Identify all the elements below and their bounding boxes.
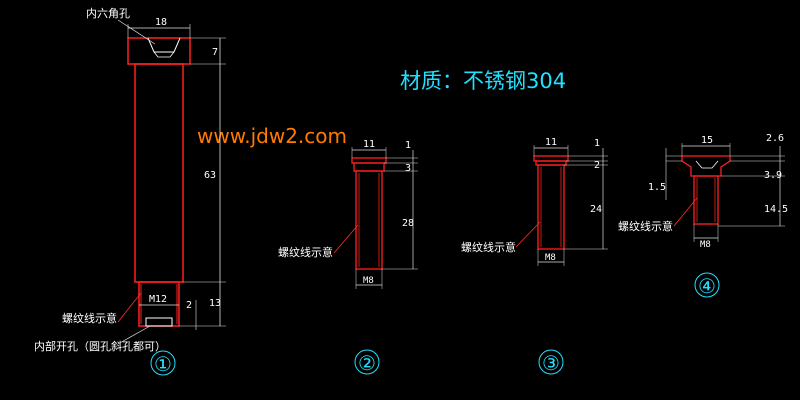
part-2: 11 1 3 28 M8 螺纹线示意 ②	[278, 139, 418, 375]
part-3: 11 1 2 24 M8 螺纹线示意 ③	[461, 137, 608, 375]
part-2-dim-head-height: 3	[405, 163, 411, 174]
part-4-dim-head-width: 15	[701, 135, 713, 146]
part-2-dim-head-width: 11	[363, 139, 375, 150]
part-3-dim-head-height: 2	[594, 160, 600, 171]
part-1-dim-head-width: 18	[155, 17, 167, 28]
part-2-body	[355, 170, 383, 270]
part-2-dim-body-length: 28	[402, 218, 414, 229]
part-2-number: ②	[358, 351, 376, 375]
part-4-label-thread: 螺纹线示意	[618, 219, 673, 233]
part-3-label-thread: 螺纹线示意	[461, 240, 516, 254]
part-3-body	[537, 164, 565, 250]
part-1-label-inner-hole: 内部开孔（圆孔斜孔都可）	[34, 339, 166, 353]
material-note: 材质：不锈钢304	[400, 69, 566, 93]
part-1: 18 7 63 13 M12 2 内六角孔 螺纹线示意 内部开孔（圆孔斜孔都可）…	[34, 6, 226, 376]
part-1-inner-hole	[145, 317, 173, 327]
part-3-number: ③	[542, 351, 560, 375]
part-1-hex-socket	[147, 37, 181, 53]
part-4-number: ④	[698, 274, 716, 298]
part-3-dim-head-top: 1	[594, 138, 600, 149]
part-1-dim-body-length: 63	[204, 170, 216, 181]
part-1-dim-small-gap: 2	[186, 300, 192, 311]
part-1-number: ①	[154, 352, 172, 376]
part-1-dim-thread-size: M12	[149, 294, 167, 305]
part-4-dim-head-height: 3.9	[764, 170, 782, 181]
part-1-label-thread: 螺纹线示意	[62, 311, 117, 325]
part-3-dim-body-length: 24	[590, 204, 602, 215]
part-1-dim-head-height: 7	[212, 47, 218, 58]
part-4-dim-head-top: 2.6	[766, 133, 784, 144]
part-2-dim-thread-size: M8	[363, 276, 374, 286]
part-4: 15 2.6 3.9 14.5 1.5 M8 螺纹线示意 ④	[618, 133, 788, 298]
watermark: www.jdw2.com	[197, 124, 347, 148]
part-4-body	[693, 175, 719, 225]
part-1-label-hex-hole: 内六角孔	[86, 6, 130, 20]
part-2-dim-head-top: 1	[405, 140, 411, 151]
part-4-dim-countersink: 1.5	[648, 182, 666, 193]
part-4-dim-thread-size: M8	[700, 240, 711, 250]
part-4-dim-body-length: 14.5	[764, 204, 788, 215]
part-3-dim-head-width: 11	[545, 137, 557, 148]
part-3-dim-thread-size: M8	[545, 253, 556, 263]
part-2-label-thread: 螺纹线示意	[278, 245, 333, 259]
part-1-dim-thread-length: 13	[209, 298, 221, 309]
